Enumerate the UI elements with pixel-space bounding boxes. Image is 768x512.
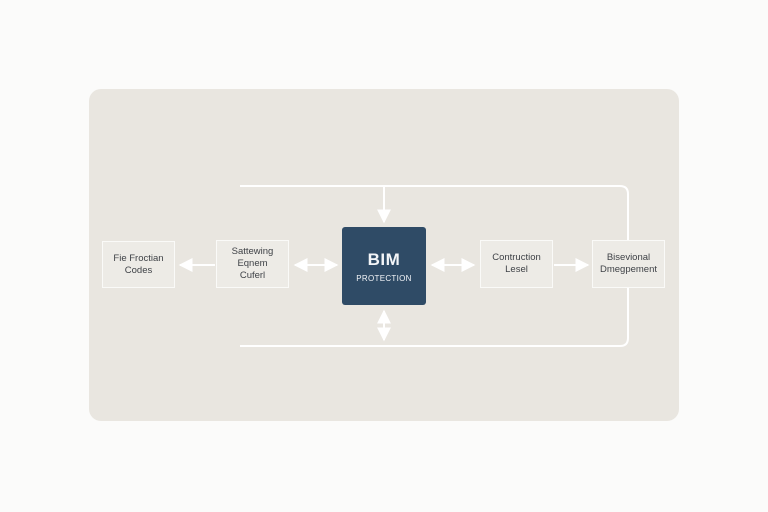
- top-loop-line: [240, 185, 629, 260]
- node-behavioral-development: Bisevional Dmegpement: [592, 240, 665, 288]
- node-label-line: Lesel: [505, 264, 528, 275]
- node-label-line: Sattewing: [231, 246, 274, 257]
- core-title: BIM: [367, 249, 401, 269]
- node-fire-protection-codes: Fie Froctian Codes: [102, 241, 175, 288]
- node-label-line: Fie Froctian: [113, 252, 164, 264]
- node-label-line: Codes: [124, 264, 153, 276]
- node-label-line: Eqnem: [237, 258, 268, 269]
- node-construction-level: Contruction Lesel: [480, 240, 553, 288]
- core-subtitle: PROTECTION: [356, 273, 412, 283]
- node-bim-protection: BIM PROTECTION: [342, 227, 426, 305]
- node-software-data-content: Sattewing Eqnem Cuferl: [216, 240, 289, 288]
- bottom-loop-line: [240, 272, 629, 347]
- node-label-line: Cuferl: [239, 270, 266, 281]
- node-label-line: Dmegpement: [599, 264, 658, 275]
- node-label-line: Bisevional: [606, 252, 651, 263]
- node-label-line: Contruction: [492, 252, 541, 263]
